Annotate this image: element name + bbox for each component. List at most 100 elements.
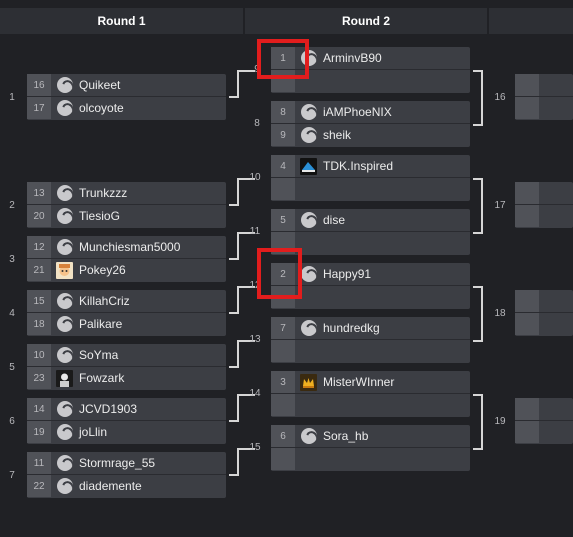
match-slot[interactable]: 6 Sora_hb [271, 425, 470, 447]
round-2-label: Round 2 [342, 14, 390, 28]
player-name: MisterWInner [323, 375, 395, 389]
player-name: joLlin [79, 425, 108, 439]
slot-divider [27, 366, 226, 367]
match-slot[interactable] [515, 398, 573, 420]
match-number: 4 [9, 308, 15, 319]
seed-number: 14 [27, 398, 51, 420]
player-name: dise [323, 213, 346, 227]
default-avatar-icon [56, 77, 73, 94]
match-slot[interactable]: 13 Trunkzzz [27, 182, 226, 204]
seed-number [271, 178, 295, 200]
default-avatar-icon [56, 185, 73, 202]
match-number: 11 [249, 226, 261, 237]
match-18[interactable] [515, 290, 573, 336]
match-slot[interactable]: 22 diademente [27, 475, 226, 497]
match-number: 15 [249, 442, 261, 453]
match-2[interactable]: 13 Trunkzzz 20 TiesioG [27, 182, 226, 228]
match-13[interactable]: 7 hundredkg [271, 317, 470, 363]
seed-number [515, 97, 539, 119]
match-17[interactable] [515, 182, 573, 228]
match-slot[interactable]: 17 olcoyote [27, 97, 226, 119]
slot-divider [515, 204, 573, 205]
slot-divider [271, 177, 470, 178]
match-slot[interactable] [515, 313, 573, 335]
match-9[interactable]: 8 iAMPhoeNIX 9 sheik [271, 101, 470, 147]
match-number: 14 [249, 388, 261, 399]
match-slot[interactable] [515, 421, 573, 443]
match-slot[interactable]: 19 joLlin [27, 421, 226, 443]
match-slot[interactable] [271, 340, 470, 362]
match-19[interactable] [515, 398, 573, 444]
match-slot[interactable]: 10 SoYma [27, 344, 226, 366]
seed-number: 6 [271, 425, 295, 447]
match-slot[interactable] [515, 74, 573, 96]
default-avatar-icon [56, 455, 73, 472]
match-slot[interactable]: 14 JCVD1903 [27, 398, 226, 420]
match-slot[interactable]: 11 Stormrage_55 [27, 452, 226, 474]
seed-number [515, 421, 539, 443]
match-slot[interactable]: 20 TiesioG [27, 205, 226, 227]
match-slot[interactable]: 12 Munchiesman5000 [27, 236, 226, 258]
seed-number: 17 [27, 97, 51, 119]
fowzark-avatar-icon [56, 369, 73, 387]
player-name: Sora_hb [323, 429, 369, 443]
match-slot[interactable]: 4 TDK.Inspired [271, 155, 470, 177]
match-14[interactable]: 3 MisterWInner [271, 371, 470, 417]
player-name: KillahCriz [79, 294, 130, 308]
match-slot[interactable]: 16 Quikeet [27, 74, 226, 96]
round-2-header[interactable]: Round 2 [245, 8, 487, 34]
match-slot[interactable]: 7 hundredkg [271, 317, 470, 339]
slot-divider [515, 420, 573, 421]
slot-divider [271, 285, 470, 286]
match-1[interactable]: 16 Quikeet 17 olcoyote [27, 74, 226, 120]
match-16[interactable] [515, 74, 573, 120]
match-4[interactable]: 15 KillahCriz 18 Palikare [27, 290, 226, 336]
match-7[interactable]: 11 Stormrage_55 22 diademente [27, 452, 226, 498]
default-avatar-icon [56, 316, 73, 333]
match-number: 1 [9, 92, 15, 103]
slot-divider [27, 474, 226, 475]
match-slot[interactable] [271, 448, 470, 470]
match-slot[interactable] [271, 178, 470, 200]
player-name: Trunkzzz [79, 186, 128, 200]
match-number: 6 [9, 416, 15, 427]
round-3-header[interactable] [489, 8, 573, 34]
match-slot[interactable]: 2 Happy91 [271, 263, 470, 285]
match-3[interactable]: 12 Munchiesman5000 21 Pokey26 [27, 236, 226, 282]
player-name: Munchiesman5000 [79, 240, 181, 254]
match-slot[interactable] [271, 394, 470, 416]
match-number: 7 [9, 470, 15, 481]
seed-number [515, 313, 539, 335]
player-name: SoYma [79, 348, 119, 362]
match-slot[interactable] [515, 97, 573, 119]
match-slot[interactable] [515, 290, 573, 312]
match-slot[interactable]: 5 dise [271, 209, 470, 231]
match-slot[interactable]: 8 iAMPhoeNIX [271, 101, 470, 123]
match-5[interactable]: 10 SoYma 23 Fowzark [27, 344, 226, 390]
seed-number: 11 [27, 452, 51, 474]
seed-number: 7 [271, 317, 295, 339]
match-6[interactable]: 14 JCVD1903 19 joLlin [27, 398, 226, 444]
player-name: Quikeet [79, 78, 121, 92]
match-slot[interactable]: 15 KillahCriz [27, 290, 226, 312]
match-slot[interactable]: 23 Fowzark [27, 367, 226, 389]
match-slot[interactable]: 18 Palikare [27, 313, 226, 335]
match-slot[interactable] [515, 205, 573, 227]
seed-number [515, 182, 539, 204]
match-number: 3 [9, 254, 15, 265]
slot-divider [27, 312, 226, 313]
match-slot[interactable] [515, 182, 573, 204]
player-name: TiesioG [79, 209, 120, 223]
match-15[interactable]: 6 Sora_hb [271, 425, 470, 471]
match-slot[interactable]: 9 sheik [271, 124, 470, 146]
seed-number: 9 [271, 124, 295, 146]
slot-divider [27, 96, 226, 97]
seed-number: 12 [27, 236, 51, 258]
match-slot[interactable]: 3 MisterWInner [271, 371, 470, 393]
match-slot[interactable]: 21 Pokey26 [27, 259, 226, 281]
seed-number [271, 448, 295, 470]
match-10[interactable]: 4 TDK.Inspired [271, 155, 470, 201]
seed-number [515, 290, 539, 312]
match-number: 10 [249, 172, 261, 183]
round-1-header[interactable]: Round 1 [0, 8, 243, 34]
